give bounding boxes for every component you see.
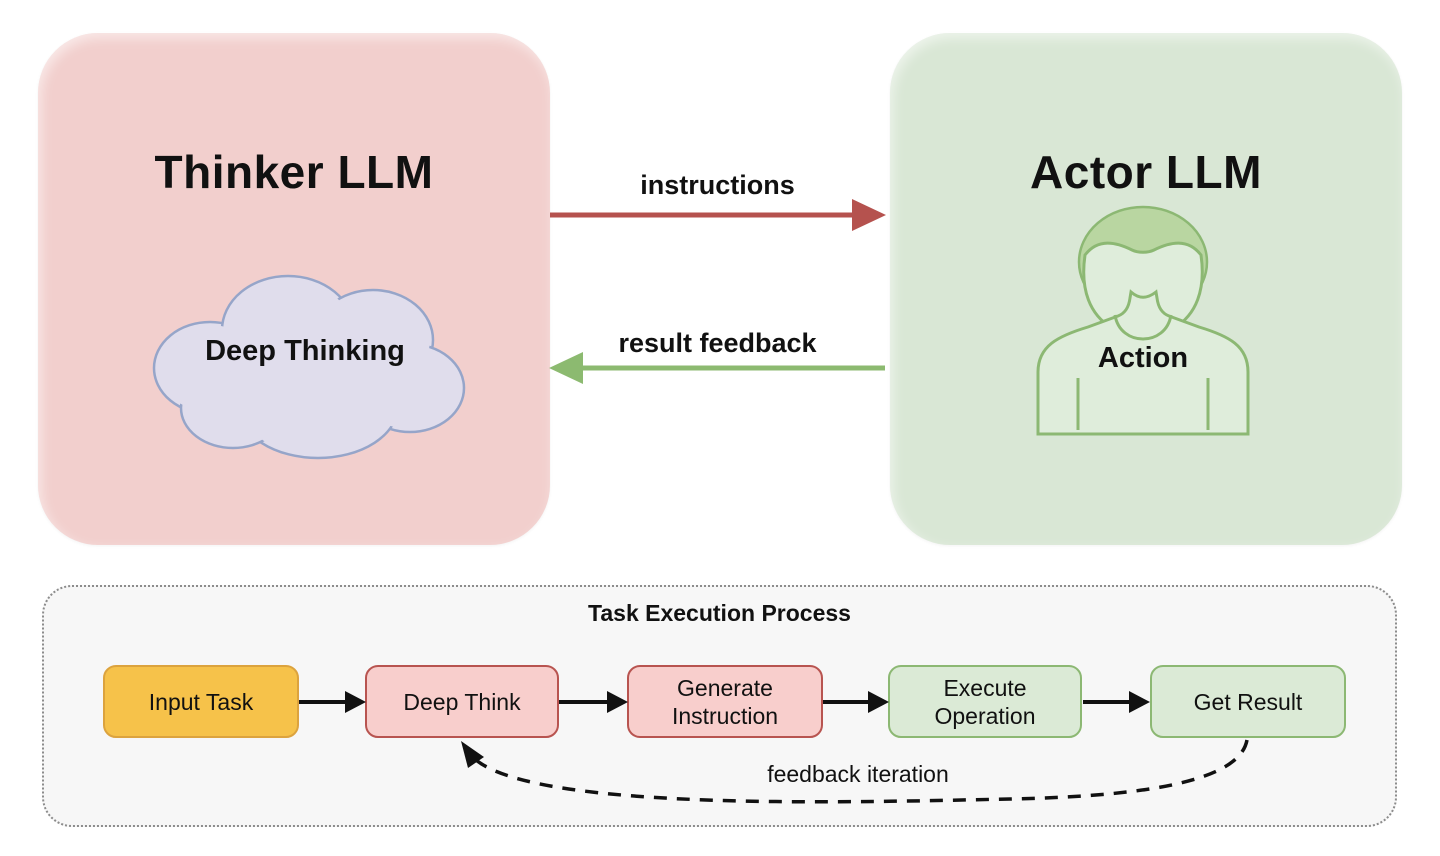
result-feedback-label: result feedback (618, 328, 817, 358)
thinker-llm-title: Thinker LLM (154, 146, 434, 198)
step-input-task: Input Task (103, 665, 299, 738)
thought-cloud-icon (152, 274, 466, 460)
deep-thinking-label: Deep Thinking (205, 335, 405, 367)
feedback-iteration-label: feedback iteration (767, 761, 949, 787)
instructions-label: instructions (640, 170, 795, 200)
step-deep-think: Deep Think (365, 665, 559, 738)
actor-person-icon (1036, 205, 1250, 436)
step-generate-instruction: Generate Instruction (627, 665, 823, 738)
process-title: Task Execution Process (588, 600, 851, 626)
action-label: Action (1097, 342, 1189, 374)
step-execute-operation: Execute Operation (888, 665, 1082, 738)
step-get-result: Get Result (1150, 665, 1346, 738)
actor-llm-title: Actor LLM (1030, 146, 1262, 198)
thinker-llm-box: Thinker LLM (38, 33, 550, 545)
instructions-arrowhead-icon (852, 199, 886, 231)
